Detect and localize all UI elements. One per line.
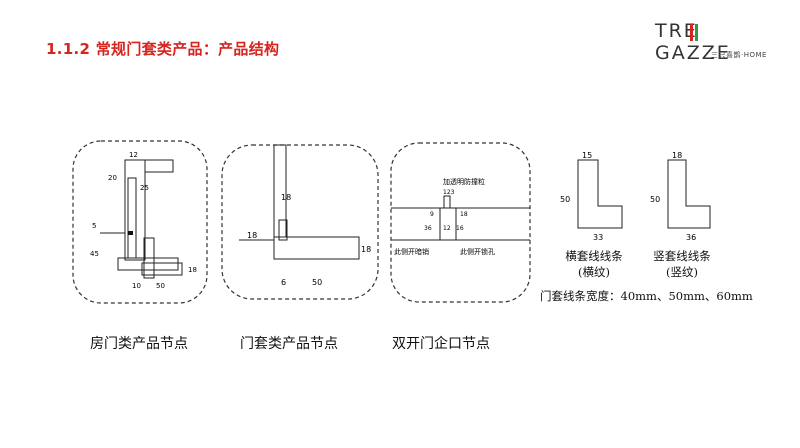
dim-label: 6: [281, 278, 286, 287]
note-label: 此侧开锁孔: [460, 247, 495, 256]
dim-label: 50: [650, 195, 660, 204]
panel-door-node: 12 20 25 5 45 10 50 18: [72, 140, 208, 304]
door-stop: [144, 159, 174, 173]
dim-label: 15: [582, 151, 592, 160]
panel-frame: [221, 144, 379, 300]
panel-frame-node: 18 18 18 6 50: [221, 144, 379, 300]
panel-frame: [72, 140, 208, 304]
door-base: [141, 262, 183, 276]
door-casing: [117, 257, 179, 271]
logo-subtitle: 三只喜鹊·HOME: [711, 51, 767, 59]
frame-stop: [278, 219, 288, 241]
frame-casing: [273, 236, 360, 260]
casing-width-note: 门套线条宽度：40mm、50mm、60mm: [540, 289, 753, 303]
note-label: 此侧开暗销: [394, 247, 429, 256]
brand-logo: TRE GAZZE 三只喜鹊·HOME: [655, 20, 777, 78]
caption-door-node: 房门类产品节点: [90, 336, 188, 352]
dim-label: 50: [156, 282, 165, 290]
logo-wordmark: TRE GAZZE: [655, 20, 731, 64]
logo-accent-red: [690, 24, 693, 41]
profile-vertical-name: 竖套线线条: [653, 249, 711, 263]
dim-label: 50: [312, 278, 322, 287]
hinge-mark: [128, 231, 133, 235]
caption-double-door-node: 双开门企口节点: [392, 336, 490, 352]
profile-vertical-sub: (竖纹): [666, 265, 698, 279]
dim-label: 5: [92, 222, 96, 230]
note-label: 加透明防撞粒: [443, 177, 485, 186]
profile-horizontal-sub: (横纹): [578, 265, 610, 279]
dim-label: 18: [188, 266, 197, 274]
dim-label: 9: [430, 211, 434, 218]
dim-label: 18: [460, 211, 468, 218]
dim-label: 16: [456, 225, 464, 232]
profile-horizontal-name: 横套线线条: [565, 249, 623, 263]
rebate-center: [439, 207, 457, 241]
dim-label: 12: [129, 151, 138, 159]
door-leaf: [127, 177, 137, 259]
dim-label: 33: [593, 233, 603, 242]
dim-label: 50: [560, 195, 570, 204]
dim-label: 123: [443, 189, 455, 196]
dim-label: 18: [672, 151, 682, 160]
door-jamb: [124, 159, 146, 261]
rebate-bead: [443, 195, 451, 209]
profile-horizontal: 15 50 33: [560, 151, 623, 242]
dim-label: 18: [361, 245, 371, 254]
panel-double-door-node: 加透明防撞粒 123 9 18 36 12 16 此侧开暗销 此侧开锁孔: [390, 142, 531, 303]
door-trim: [143, 237, 155, 279]
panel-frame: [390, 142, 531, 303]
dim-label: 12: [443, 225, 451, 232]
caption-frame-node: 门套类产品节点: [240, 336, 338, 352]
dim-label: 36: [424, 225, 432, 232]
frame-jamb: [273, 144, 287, 238]
dim-label: 45: [90, 250, 99, 258]
dim-label: 10: [132, 282, 141, 290]
dim-label: 25: [140, 184, 149, 192]
profile-vertical: 18 50 36: [650, 151, 711, 242]
dim-label: 18: [247, 231, 257, 240]
dim-label: 36: [686, 233, 696, 242]
logo-accent-green: [695, 24, 698, 41]
dim-label: 18: [281, 193, 291, 202]
page-title: 1.1.2 常规门套类产品：产品结构: [46, 40, 280, 58]
dim-label: 20: [108, 174, 117, 182]
